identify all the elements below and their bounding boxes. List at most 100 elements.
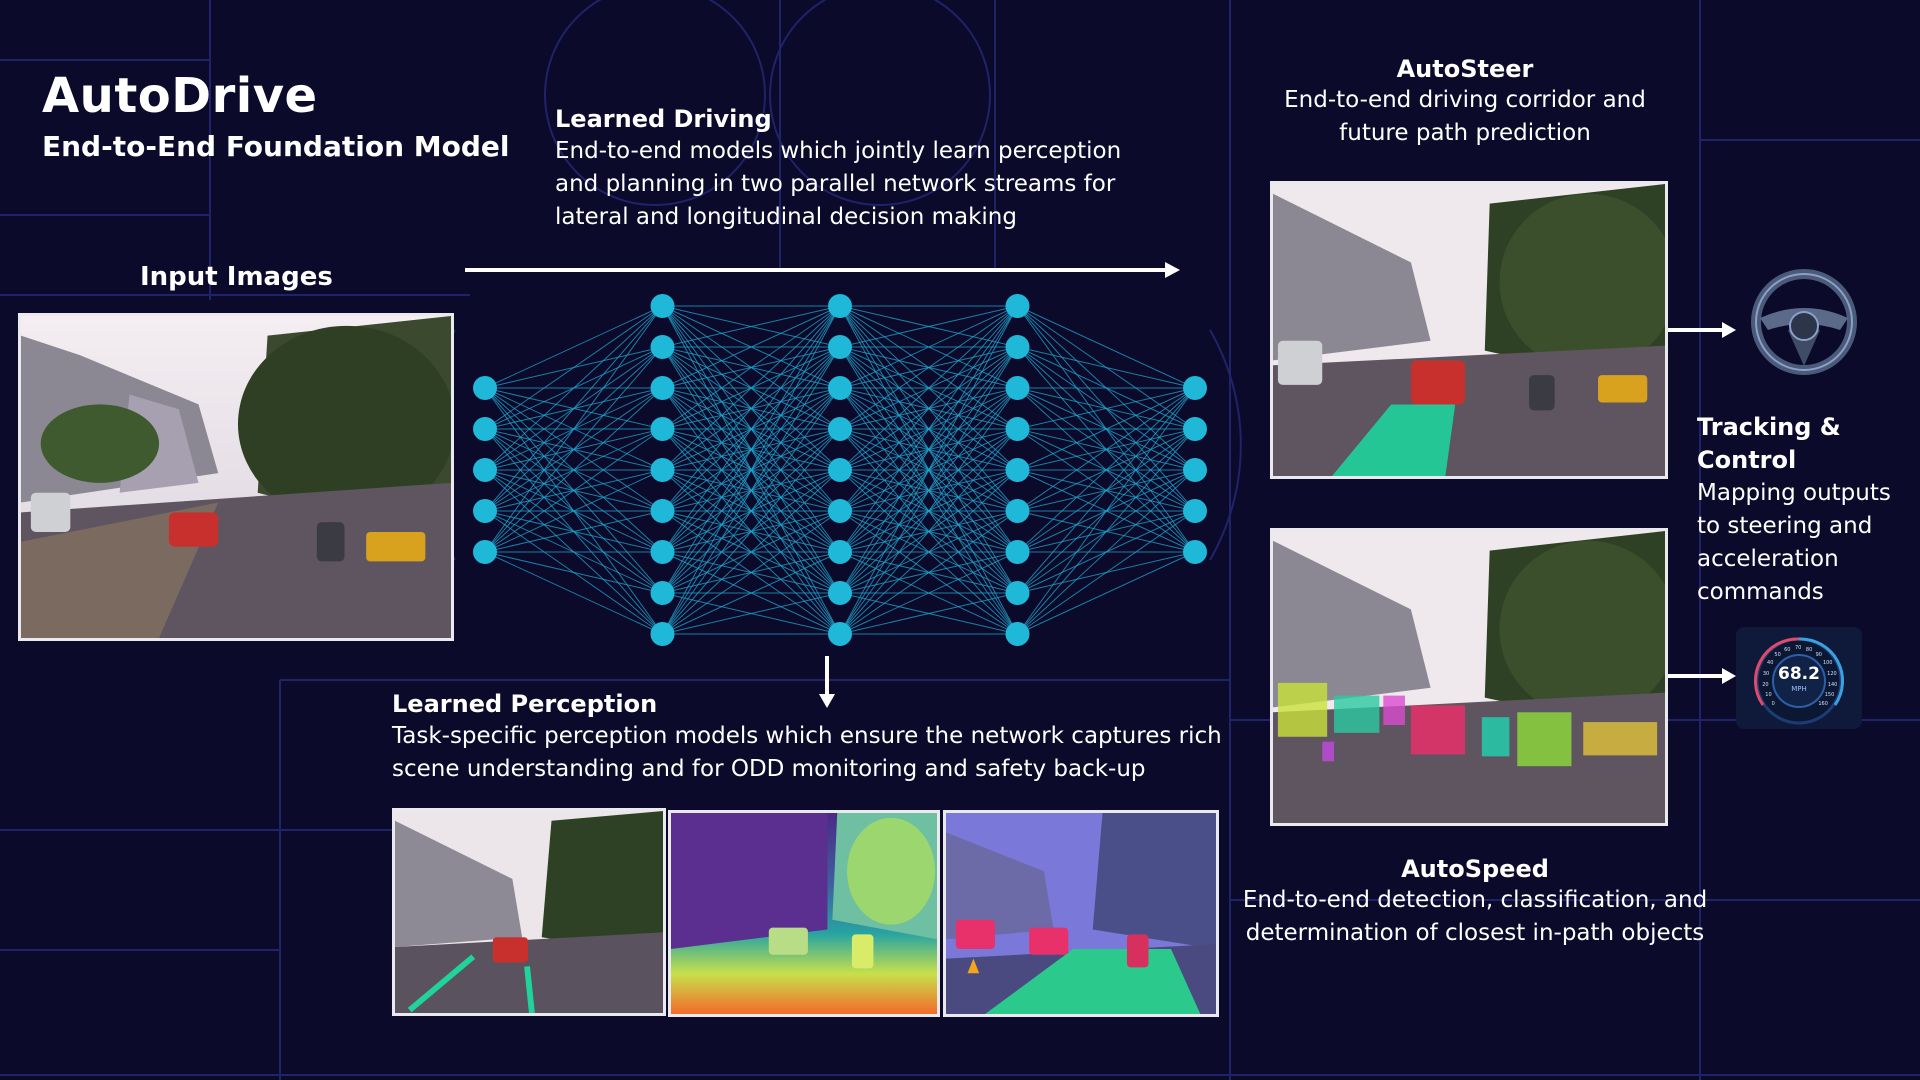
autospeed-detection-image bbox=[1270, 528, 1668, 826]
speed-unit: MPH bbox=[1791, 685, 1807, 693]
network-edge bbox=[662, 305, 841, 430]
speed-tick-label: 80 bbox=[1805, 646, 1813, 653]
network-node bbox=[650, 581, 675, 605]
network-node bbox=[650, 622, 675, 646]
network-node bbox=[1005, 622, 1030, 646]
speed-tick-label: 20 bbox=[1762, 681, 1769, 688]
network-edge bbox=[839, 305, 1018, 471]
network-node bbox=[650, 335, 675, 359]
lane-detection-image bbox=[392, 808, 666, 1016]
speed-tick-label: 60 bbox=[1784, 646, 1791, 653]
speed-tick-label: 50 bbox=[1774, 652, 1781, 659]
network-nodes bbox=[473, 294, 1207, 646]
network-node bbox=[1005, 376, 1030, 400]
network-edge bbox=[839, 387, 1018, 635]
network-edge bbox=[662, 305, 841, 471]
learned-driving-line: and planning in two parallel network str… bbox=[555, 171, 1116, 197]
network-edge bbox=[484, 428, 663, 553]
speed-tick-label: 40 bbox=[1767, 660, 1774, 667]
network-edge bbox=[839, 305, 1018, 635]
depth-estimation-image bbox=[668, 810, 940, 1017]
network-edge bbox=[484, 387, 663, 553]
network-edge bbox=[662, 428, 841, 635]
network-node bbox=[1005, 540, 1030, 564]
network-edge bbox=[1017, 387, 1196, 594]
network-edge bbox=[839, 305, 1018, 348]
network-edge bbox=[839, 592, 1018, 635]
network-node bbox=[1005, 294, 1030, 318]
network-edge bbox=[839, 469, 1018, 635]
learned-driving-heading: Learned Driving bbox=[555, 105, 772, 133]
network-node bbox=[1183, 458, 1207, 482]
learned-perception-line: Task-specific perception models which en… bbox=[392, 723, 1222, 749]
network-node bbox=[650, 540, 675, 564]
page-title: AutoDrive bbox=[42, 68, 318, 124]
network-edge bbox=[839, 551, 1018, 635]
network-edge bbox=[839, 428, 1018, 635]
network-edge bbox=[484, 551, 663, 635]
speed-tick-label: 10 bbox=[1765, 692, 1772, 699]
network-node bbox=[1183, 376, 1207, 400]
network-edge bbox=[662, 469, 841, 635]
network-edge bbox=[662, 305, 841, 348]
autosteer-line: future path prediction bbox=[1339, 120, 1591, 146]
network-node bbox=[650, 417, 675, 441]
input-road-image bbox=[18, 313, 454, 641]
network-node bbox=[1005, 417, 1030, 441]
semantic-segmentation-image bbox=[943, 810, 1219, 1017]
tracking-heading-line: Tracking & bbox=[1697, 413, 1841, 441]
network-edge bbox=[662, 592, 841, 635]
network-node bbox=[828, 499, 852, 523]
network-edge bbox=[839, 305, 1018, 430]
network-edge bbox=[839, 305, 1018, 553]
speed-tick-label: 140 bbox=[1827, 681, 1838, 688]
network-edge bbox=[484, 305, 663, 553]
network-node bbox=[828, 417, 852, 441]
autosteer-heading: AutoSteer bbox=[1396, 55, 1534, 83]
network-edge bbox=[839, 305, 1018, 594]
perception-arrow bbox=[819, 656, 835, 708]
speed-tick-label: 30 bbox=[1762, 670, 1770, 677]
network-node bbox=[473, 417, 497, 441]
network-node bbox=[1183, 417, 1207, 441]
network-node bbox=[828, 335, 852, 359]
network-edge bbox=[839, 305, 1018, 512]
network-edge bbox=[662, 510, 841, 635]
network-edge bbox=[484, 551, 663, 594]
learned-driving-line: End-to-end models which jointly learn pe… bbox=[555, 138, 1122, 164]
network-edge bbox=[662, 387, 841, 635]
network-node bbox=[473, 499, 497, 523]
network-edge bbox=[484, 510, 663, 553]
network-edges bbox=[484, 305, 1196, 635]
speed-tick-label: 70 bbox=[1795, 645, 1802, 651]
network-node bbox=[1183, 540, 1207, 564]
network-edge bbox=[662, 305, 841, 594]
network-edge bbox=[1017, 387, 1196, 553]
speed-tick-label: 120 bbox=[1827, 670, 1837, 677]
network-node bbox=[650, 499, 675, 523]
network-edge bbox=[1017, 387, 1196, 430]
page-subtitle: End-to-End Foundation Model bbox=[42, 130, 510, 163]
network-edge bbox=[1017, 387, 1196, 635]
tracking-line: Mapping outputs bbox=[1697, 480, 1891, 506]
network-node bbox=[828, 376, 852, 400]
network-edge bbox=[839, 305, 1018, 389]
network-edge bbox=[662, 305, 841, 553]
driving-arrow bbox=[465, 262, 1180, 278]
network-node bbox=[828, 540, 852, 564]
network-edge bbox=[1017, 510, 1196, 635]
network-edge bbox=[662, 305, 841, 512]
network-node bbox=[1005, 499, 1030, 523]
neural-network-diagram bbox=[473, 294, 1207, 646]
network-node bbox=[1005, 581, 1030, 605]
network-edge bbox=[484, 305, 663, 389]
speed-tick-label: 150 bbox=[1824, 692, 1835, 699]
network-edge bbox=[484, 305, 663, 471]
network-edge bbox=[484, 469, 663, 553]
speed-tick-label: 160 bbox=[1818, 701, 1828, 708]
network-node bbox=[828, 294, 852, 318]
network-node bbox=[828, 458, 852, 482]
network-edge bbox=[1017, 428, 1196, 635]
autosteer-corridor-image bbox=[1270, 181, 1668, 479]
